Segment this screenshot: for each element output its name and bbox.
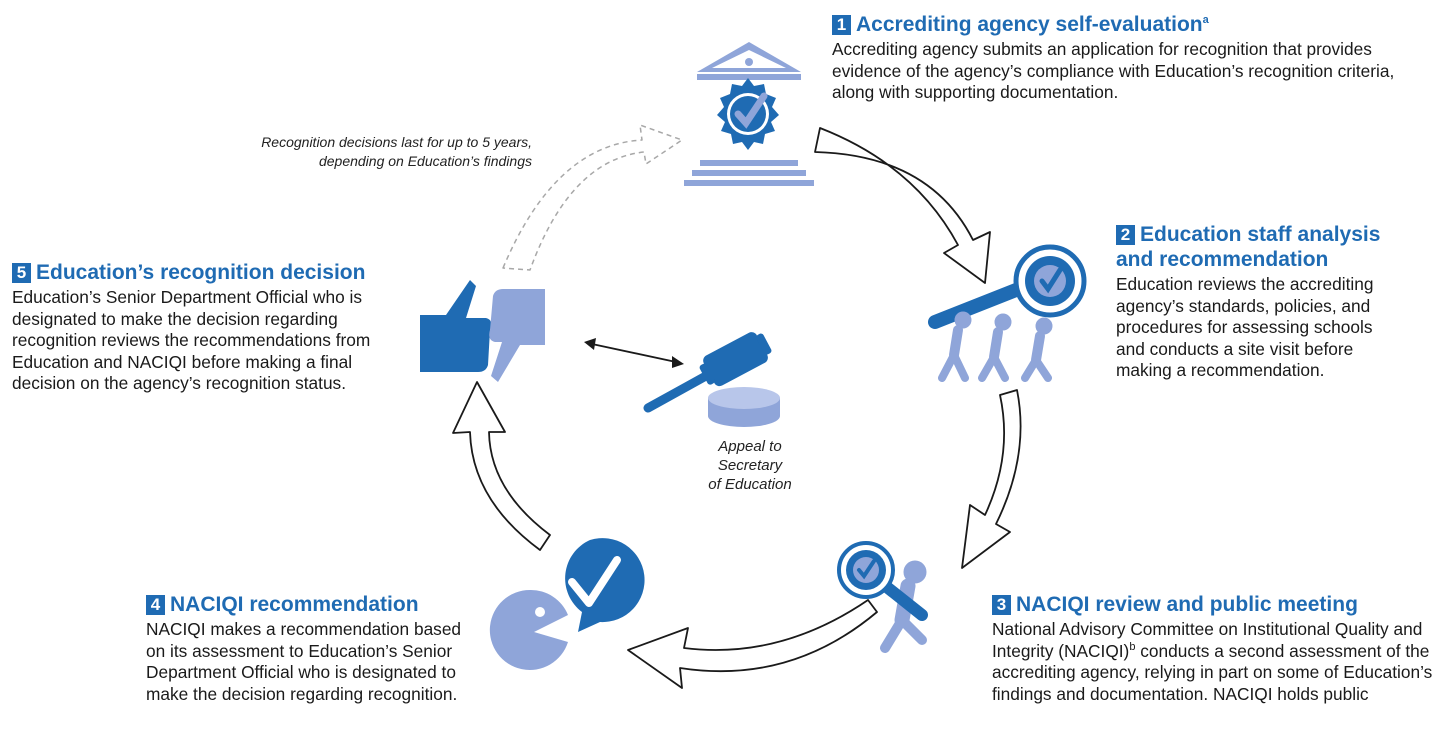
appeal-note-line3: of Education [708, 476, 792, 493]
building-seal-icon [684, 42, 814, 186]
speech-check-icon [489, 538, 645, 670]
thumbs-up-down-icon [420, 280, 545, 382]
team-magnifier-icon [928, 244, 1087, 382]
step-3-title-text: NACIQI review and public meeting [1016, 593, 1358, 616]
step-3-body-post: conducts a second assessment of the accr… [992, 640, 1433, 704]
step-3-footnote-marker: b [1129, 640, 1136, 653]
cycle-arrow-5-to-1-dashed [502, 124, 683, 271]
cycle-note-line1: Recognition decisions last for up to 5 y… [261, 134, 532, 150]
step-1-number: 1 [832, 15, 851, 35]
step-3-body-pre: National Advisory Committee on Instituti… [992, 619, 1423, 661]
step-1-body: Accrediting agency submits an applicatio… [832, 39, 1395, 102]
step-2-body: Education reviews the accrediting agency… [1116, 274, 1374, 380]
appeal-note: Appeal to Secretary of Education [690, 437, 810, 494]
appeal-note-line2: Secretary [717, 457, 783, 474]
cycle-arrow-2-to-3 [961, 389, 1022, 569]
step-5-number: 5 [12, 263, 31, 283]
step-2-number: 2 [1116, 225, 1135, 245]
step-2-title-line1: Education staff analysis [1140, 223, 1381, 246]
person-magnifier-icon [837, 541, 928, 653]
appeal-double-arrow [584, 338, 684, 368]
cycle-duration-note: Recognition decisions last for up to 5 y… [160, 133, 532, 171]
cycle-arrow-1-to-2 [814, 127, 991, 284]
step-1-title-text: Accrediting agency self-evaluation [856, 13, 1203, 36]
appeal-note-line1: Appeal to [718, 438, 782, 455]
step-1-footnote-marker: a [1202, 14, 1209, 26]
step-4-title-text: NACIQI recommendation [170, 593, 419, 616]
step-4-body: NACIQI makes a recommendation based on i… [146, 619, 462, 704]
step-2-title-line2: and recommendation [1116, 248, 1329, 271]
cycle-arrow-3-to-4 [627, 599, 878, 689]
step-3-number: 3 [992, 595, 1011, 615]
cycle-note-line2: depending on Education’s findings [318, 153, 532, 169]
step-5-title-text: Education’s recognition decision [36, 261, 366, 284]
step-3-body: National Advisory Committee on Instituti… [992, 619, 1437, 705]
step-5-body: Education’s Senior Department Official w… [12, 287, 371, 393]
gavel-icon [643, 332, 780, 427]
step-4-number: 4 [146, 595, 165, 615]
cycle-arrow-4-to-5 [452, 381, 551, 551]
